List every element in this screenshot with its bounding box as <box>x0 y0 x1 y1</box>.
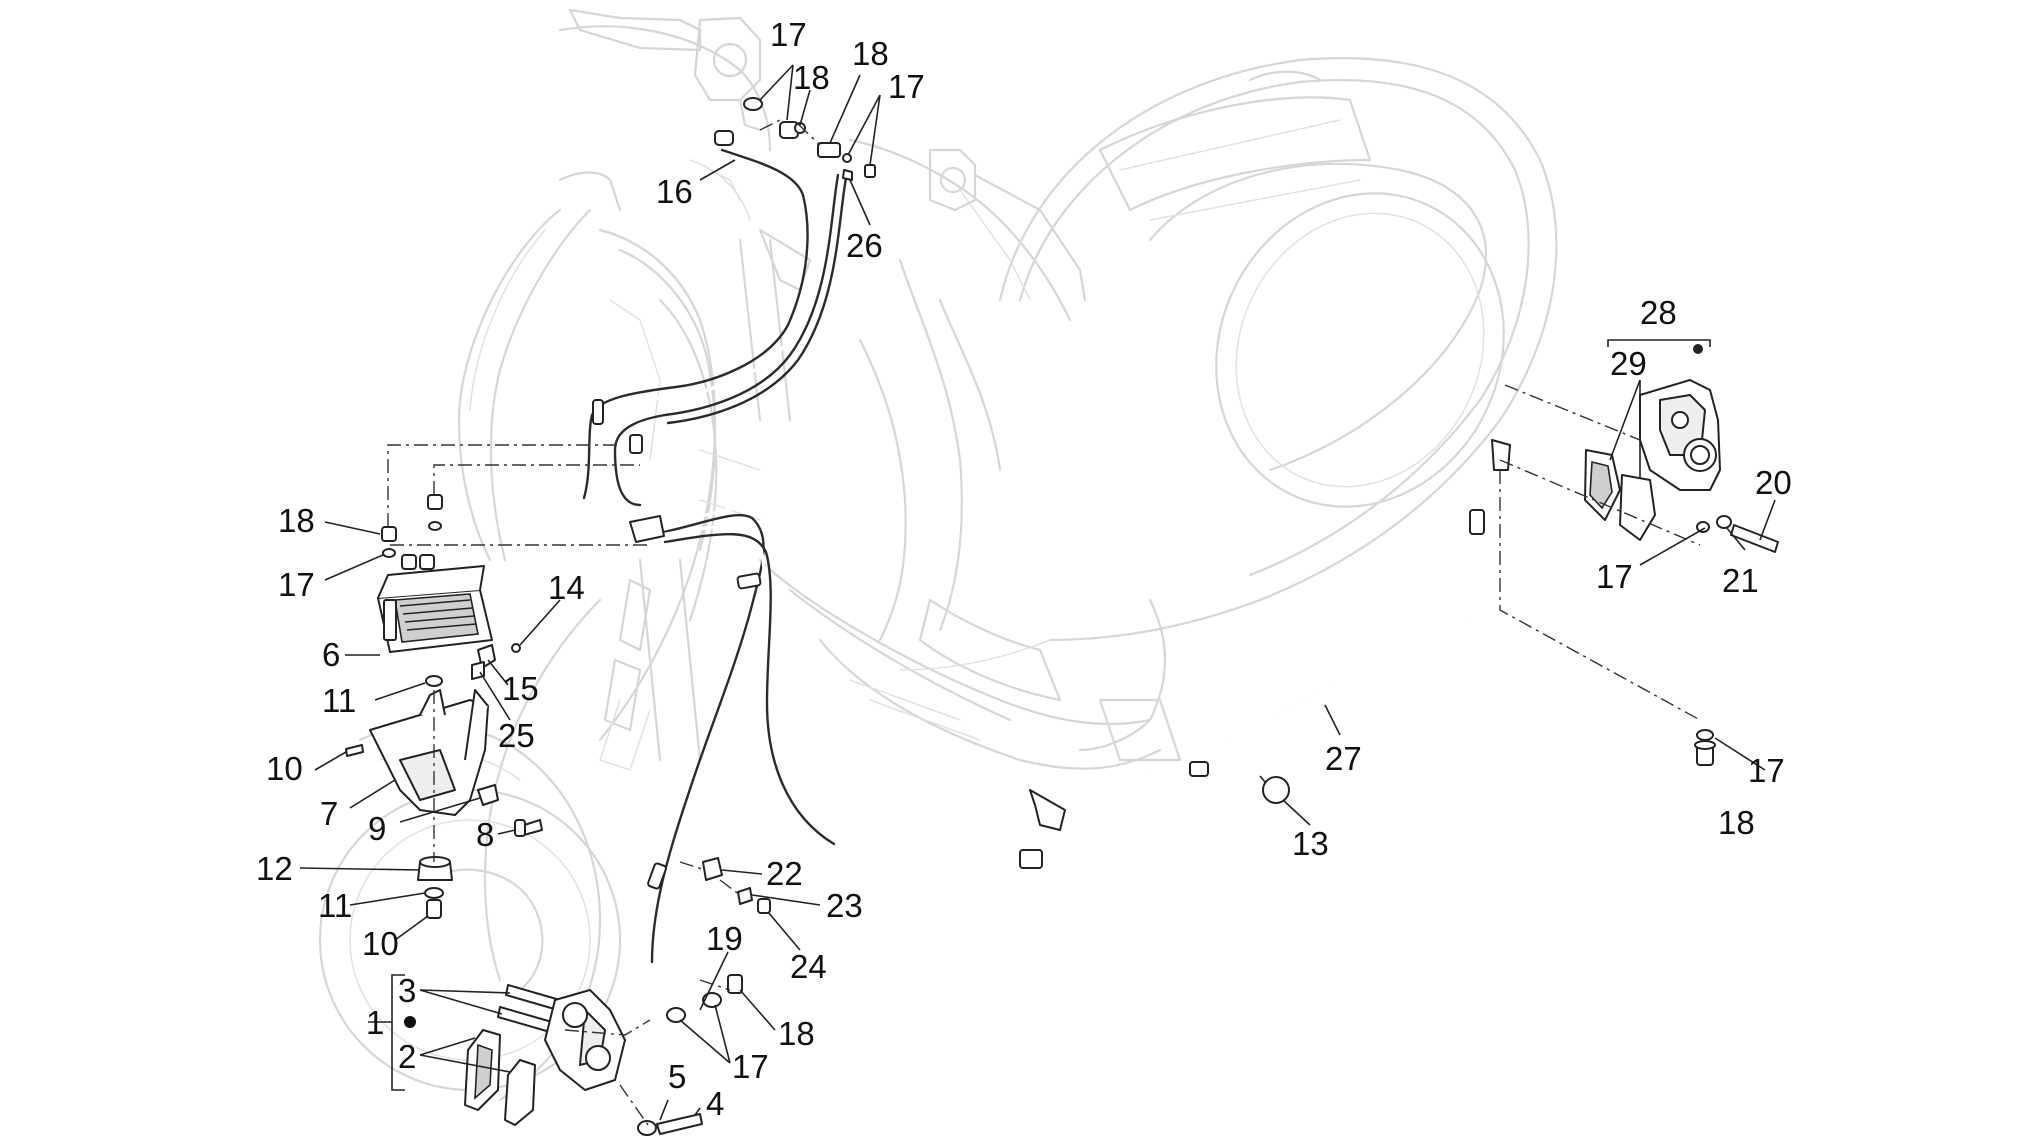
callout-15: 15 <box>502 670 539 707</box>
callout-24: 24 <box>790 948 827 985</box>
scooter-body-outline <box>318 25 1558 1102</box>
callout-19: 19 <box>706 920 743 957</box>
callout-18: 18 <box>793 59 830 96</box>
callout-26: 26 <box>846 227 883 264</box>
callout-17: 17 <box>732 1048 769 1085</box>
callout-23: 23 <box>826 887 863 924</box>
kit-dot <box>1693 344 1703 354</box>
hose-clip-parts <box>679 857 771 914</box>
callout-6: 6 <box>322 636 340 673</box>
callout-10: 10 <box>266 750 303 787</box>
callout-21: 21 <box>1722 562 1759 599</box>
brake-hoses <box>582 141 1511 1022</box>
rear-caliper <box>1499 339 1779 766</box>
callout-labels: 17 18 18 17 16 26 28 29 20 17 21 18 17 1… <box>256 16 1792 1122</box>
callout-17: 17 <box>1596 558 1633 595</box>
callout-13: 13 <box>1292 825 1329 862</box>
callout-18: 18 <box>278 502 315 539</box>
callout-12: 12 <box>256 850 293 887</box>
front-master-cylinder <box>568 8 762 132</box>
handlebar-fittings <box>714 97 876 181</box>
callout-22: 22 <box>766 855 803 892</box>
callout-14: 14 <box>548 569 585 606</box>
callout-28: 28 <box>1640 294 1677 331</box>
callout-18: 18 <box>852 35 889 72</box>
callout-4: 4 <box>706 1085 724 1122</box>
leader-lines <box>299 64 1776 1121</box>
callout-27: 27 <box>1325 740 1362 777</box>
callout-11: 11 <box>322 682 356 719</box>
callout-18: 18 <box>1718 804 1755 841</box>
callout-5: 5 <box>668 1058 686 1095</box>
callout-18: 18 <box>778 1015 815 1052</box>
callout-11: 11 <box>318 887 352 924</box>
callout-25: 25 <box>498 717 535 754</box>
callout-7: 7 <box>320 795 338 832</box>
rear-master-cylinder <box>928 148 1087 302</box>
callout-17: 17 <box>888 68 925 105</box>
kit-dot <box>404 1016 416 1028</box>
abs-unit <box>345 444 650 919</box>
callout-2: 2 <box>398 1038 416 1075</box>
callout-10: 10 <box>362 925 399 962</box>
callout-17: 17 <box>770 16 807 53</box>
callout-8: 8 <box>476 816 494 853</box>
callout-17: 17 <box>278 566 315 603</box>
callout-29: 29 <box>1610 345 1647 382</box>
callout-20: 20 <box>1755 464 1792 501</box>
callout-1: 1 <box>366 1004 384 1041</box>
callout-3: 3 <box>398 972 416 1009</box>
callout-9: 9 <box>368 810 386 847</box>
callout-17: 17 <box>1748 752 1785 789</box>
callout-16: 16 <box>656 173 693 210</box>
